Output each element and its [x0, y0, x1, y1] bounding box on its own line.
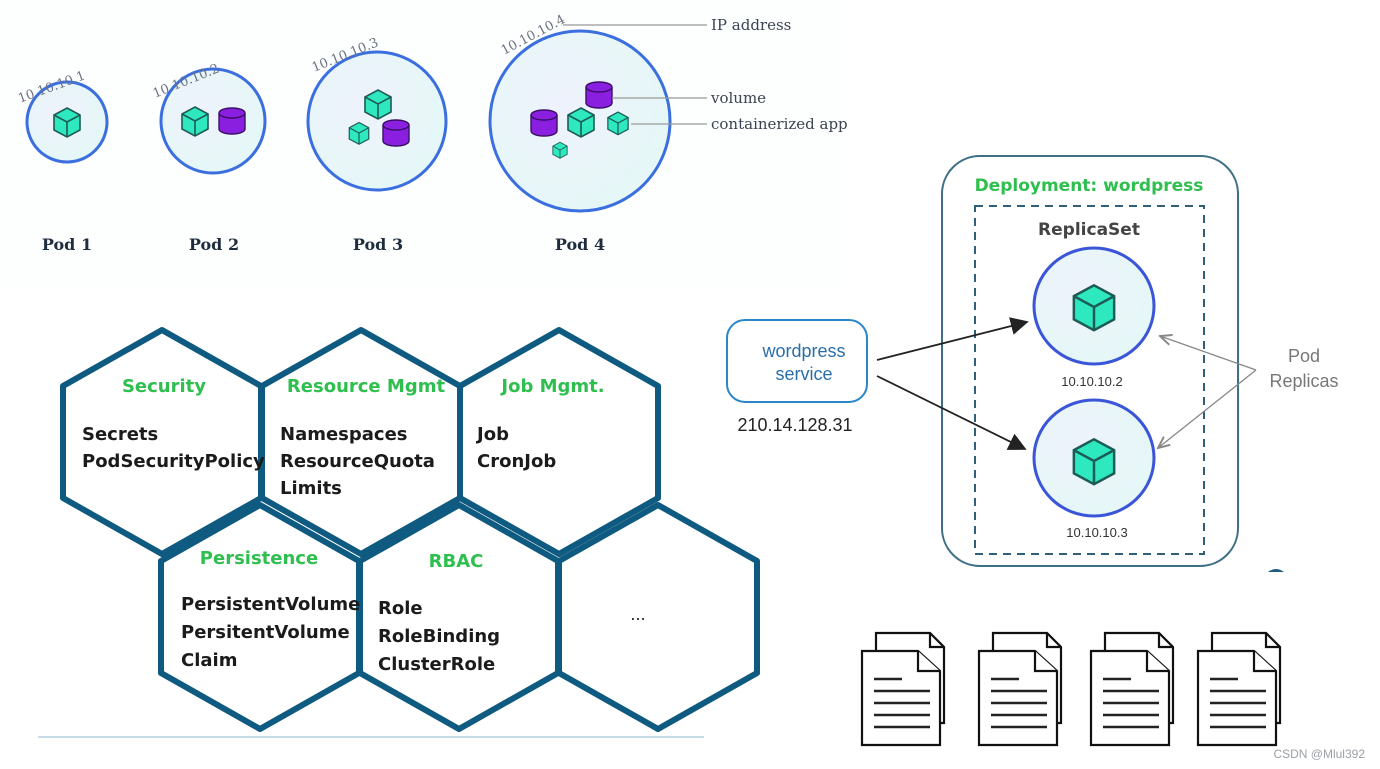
hex-more: ...: [630, 605, 645, 624]
volume-icon: [530, 109, 558, 137]
hex-item: ResourceQuota: [280, 451, 435, 472]
containerized-app-icon: [1072, 438, 1116, 486]
hex-security: Security Secrets PodSecurityPolicy: [82, 376, 265, 472]
ellipsis-text: ...: [630, 605, 645, 624]
hex-item: ClusterRole: [378, 654, 495, 675]
hex-item: Limits: [280, 478, 342, 499]
deployment-title: Deployment: wordpress: [975, 176, 1204, 196]
replicaset-title: ReplicaSet: [1038, 220, 1140, 240]
hex-item: Namespaces: [280, 424, 408, 445]
hex-item: PersitentVolume: [181, 622, 350, 643]
containerized-app-icon: [552, 141, 568, 159]
documents-icon: [1089, 631, 1175, 747]
replicaset-box: [974, 205, 1205, 555]
pod-legend: IP address volume containerized app: [563, 16, 848, 133]
documents-row: [860, 631, 1282, 747]
hex-title: RBAC: [429, 551, 484, 572]
pod-label: Pod 1: [42, 235, 92, 254]
pod-circle: [159, 67, 267, 175]
pod-replicas-line2: Replicas: [1269, 371, 1338, 391]
service-name-line1: wordpress: [761, 341, 845, 361]
legend-ip-address: IP address: [711, 16, 791, 34]
pods-section: 10.10.10.1 Pod 1 10.10.10.2 Pod 2 10.10.…: [0, 0, 848, 290]
hexagon-job-mgmt: [457, 327, 661, 557]
service-arrow-to-pod-2: [876, 375, 1027, 450]
volume-icon: [585, 81, 613, 109]
volume-icon: [218, 107, 246, 135]
pod-circle: [306, 50, 448, 192]
hex-title: Security: [122, 376, 206, 397]
replica-ip: 10.10.10.2: [1061, 374, 1122, 389]
containerized-app-icon: [53, 107, 81, 138]
service-name-line2: service: [775, 364, 832, 384]
legend-containerized-app: containerized app: [711, 115, 848, 133]
service-ip: 210.14.128.31: [737, 415, 852, 435]
containerized-app-icon: [364, 89, 392, 120]
replica-pod-1: 10.10.10.2: [1032, 246, 1156, 389]
hex-item: RoleBinding: [378, 626, 500, 647]
pod-label: Pod 3: [353, 235, 403, 254]
hexagon-more: [556, 502, 760, 732]
pod-1: 10.10.10.1 Pod 1: [16, 69, 109, 254]
containerized-app-icon: [567, 107, 595, 138]
pod-label: Pod 2: [189, 235, 239, 254]
hex-item: PodSecurityPolicy: [82, 451, 265, 472]
pod-replicas-line1: Pod: [1288, 346, 1320, 366]
hex-title: Persistence: [200, 548, 318, 569]
replica-ip: 10.10.10.3: [1066, 525, 1127, 540]
containerized-app-icon: [607, 111, 629, 136]
hex-item: CronJob: [477, 451, 556, 472]
containerized-app-icon: [1072, 284, 1116, 332]
hex-item: Claim: [181, 650, 237, 671]
service-arrow-to-pod-1: [876, 317, 1029, 361]
hexagon-grid: Security Secrets PodSecurityPolicy Resou…: [38, 327, 760, 738]
hex-item: Job: [475, 424, 509, 445]
watermark: CSDN @Mlul392: [1273, 747, 1365, 761]
documents-icon: [1196, 631, 1282, 747]
containerized-app-icon: [181, 106, 209, 137]
volume-icon: [382, 119, 410, 147]
service-box: [726, 319, 868, 403]
hex-item: Role: [378, 598, 423, 619]
hex-title: Job Mgmt.: [499, 376, 604, 397]
replica-pointer-1: [1160, 336, 1257, 371]
hex-item: Secrets: [82, 424, 158, 445]
documents-icon: [977, 631, 1063, 747]
hex-title: Resource Mgmt: [287, 376, 446, 397]
hex-job-mgmt: Job Mgmt. Job CronJob: [475, 376, 605, 472]
hex-resource-mgmt: Resource Mgmt Namespaces ResourceQuota L…: [280, 376, 445, 499]
partial-shape: [1268, 569, 1284, 572]
documents-icon: [860, 631, 946, 747]
hex-item: PersistentVolume: [181, 594, 360, 615]
replica-pointer-2: [1158, 369, 1257, 448]
replica-pod-2: 10.10.10.3: [1032, 398, 1156, 540]
pod-label: Pod 4: [555, 235, 605, 254]
deployment-section: wordpress service 210.14.128.31 Deployme…: [726, 155, 1339, 572]
hex-rbac: RBAC Role RoleBinding ClusterRole: [378, 551, 500, 675]
legend-volume: volume: [710, 89, 766, 107]
hex-persistence: Persistence PersistentVolume PersitentVo…: [181, 548, 360, 671]
containerized-app-icon: [348, 121, 370, 145]
